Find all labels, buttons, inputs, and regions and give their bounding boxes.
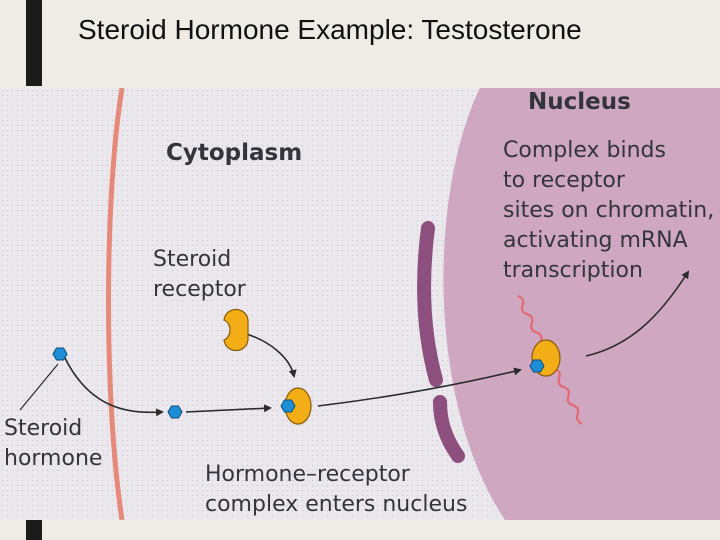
nucleus-label: Nucleus bbox=[528, 89, 631, 115]
cell-membrane bbox=[106, 88, 125, 520]
steroid-hormone-label: Steroid hormone bbox=[4, 416, 103, 471]
hormone-label-pointer bbox=[19, 363, 59, 411]
cytoplasm-label: Cytoplasm bbox=[166, 140, 303, 166]
complex-hormone-shape bbox=[280, 399, 296, 413]
complex-label: Hormone–receptor complex enters nucleus bbox=[205, 462, 468, 517]
slide-accent-bar-top bbox=[26, 0, 42, 86]
transcription-arrow bbox=[585, 270, 690, 357]
slide-title: Steroid Hormone Example: Testosterone bbox=[78, 14, 582, 45]
steroid-receptor-shape bbox=[223, 308, 249, 352]
steroid-receptor-label: Steroid receptor bbox=[153, 247, 246, 302]
steroid-hormone-shape-inside bbox=[167, 405, 183, 419]
nucleus-caption: Complex binds to receptor sites on chrom… bbox=[503, 138, 715, 283]
nuclear-envelope-lower bbox=[433, 395, 465, 463]
bound-hormone-shape bbox=[529, 359, 545, 373]
hormone-entry-arrow bbox=[63, 355, 164, 417]
slide-accent-bar-bottom bbox=[26, 520, 42, 540]
hormone-binding-arrow bbox=[185, 404, 272, 413]
nuclear-envelope-upper bbox=[417, 221, 443, 387]
complex-entry-arrow bbox=[317, 367, 522, 407]
diagram-figure: Nucleus Cytoplasm Complex binds to recep… bbox=[0, 88, 720, 520]
steroid-hormone-shape-outside bbox=[52, 347, 68, 361]
diagram-canvas bbox=[19, 88, 720, 520]
nucleus-region bbox=[443, 88, 720, 520]
